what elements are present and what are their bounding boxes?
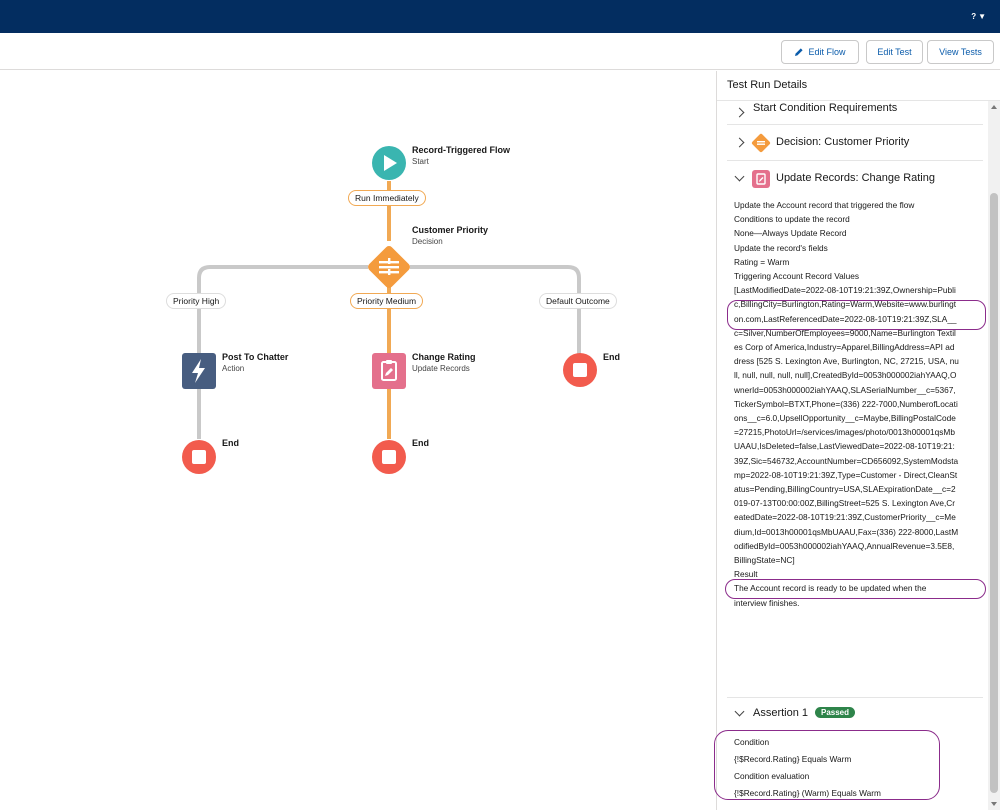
- end-node-medium[interactable]: [371, 439, 407, 475]
- help-label: ?: [971, 12, 977, 21]
- edit-test-label: Edit Test: [877, 47, 912, 57]
- chevron-down-icon: ▼: [978, 12, 986, 21]
- post-to-chatter-title: Post To Chatter: [222, 352, 289, 362]
- update-records-icon: [381, 360, 397, 381]
- detail-line: Triggering Account Record Values: [734, 271, 859, 282]
- end-node-default[interactable]: [562, 352, 598, 388]
- change-rating-subtitle: Update Records: [412, 364, 470, 373]
- scroll-up-arrow[interactable]: [991, 105, 997, 109]
- end-label-medium: End: [412, 438, 429, 448]
- triggering-record-values: [LastModifiedDate=2022-08-10T19:21:39Z,O…: [734, 285, 959, 566]
- branch-priority-medium[interactable]: Priority Medium: [350, 293, 424, 309]
- evaluation-label: Condition evaluation: [734, 771, 810, 781]
- result-text: The Account record is ready to be update…: [734, 583, 927, 608]
- section-start-condition[interactable]: Start Condition Requirements: [727, 101, 983, 125]
- condition-label: Condition: [734, 737, 770, 747]
- start-node[interactable]: [371, 145, 407, 181]
- edit-flow-button[interactable]: Edit Flow: [781, 40, 859, 64]
- passed-badge: Passed: [815, 707, 856, 718]
- flow-canvas[interactable]: Record-Triggered Flow Start Run Immediat…: [0, 71, 716, 810]
- edit-flow-label: Edit Flow: [808, 47, 846, 57]
- decision-node[interactable]: [364, 242, 414, 292]
- detail-line: Update the Account record that triggered…: [734, 200, 915, 210]
- section-decision-label: Decision: Customer Priority: [776, 136, 910, 148]
- section-update-records-label: Update Records: Change Rating: [776, 172, 935, 184]
- global-header: ?▼: [0, 0, 1000, 33]
- detail-line: Conditions to update the record: [734, 214, 850, 225]
- decision-node-title: Customer Priority: [412, 225, 489, 235]
- test-run-details-panel: Test Run Details Start Condition Require…: [716, 71, 1000, 810]
- post-to-chatter-subtitle: Action: [222, 364, 245, 373]
- detail-line: Rating = Warm: [734, 256, 790, 267]
- section-decision[interactable]: Decision: Customer Priority: [727, 125, 983, 161]
- scroll-down-arrow[interactable]: [991, 802, 997, 806]
- chevron-down-icon: [734, 171, 745, 182]
- section-update-records[interactable]: Update Records: Change Rating: [727, 161, 983, 197]
- run-immediately-pill[interactable]: Run Immediately: [348, 190, 426, 206]
- pencil-icon: [795, 48, 804, 56]
- change-rating-node[interactable]: [372, 353, 406, 389]
- end-node-high[interactable]: [181, 439, 217, 475]
- end-label-high: End: [222, 438, 239, 448]
- result-label: Result: [734, 569, 758, 580]
- chevron-right-icon: [734, 137, 745, 147]
- play-icon: [384, 155, 397, 171]
- update-records-icon: [752, 170, 770, 188]
- branch-default-outcome[interactable]: Default Outcome: [539, 293, 617, 309]
- scroll-thumb[interactable]: [990, 193, 998, 793]
- stop-icon: [573, 363, 587, 377]
- view-tests-button[interactable]: View Tests: [927, 40, 994, 64]
- lightning-icon: [192, 359, 205, 383]
- chevron-down-icon: [734, 706, 745, 716]
- edit-test-button[interactable]: Edit Test: [866, 40, 923, 64]
- detail-line: Update the record's fields: [734, 242, 828, 253]
- post-to-chatter-node[interactable]: [182, 353, 216, 389]
- section-assertion[interactable]: Assertion 1 Passed: [727, 697, 983, 729]
- flow-connectors: [197, 181, 581, 439]
- chevron-right-icon: [734, 107, 745, 117]
- panel-title: Test Run Details: [717, 71, 1000, 101]
- branch-priority-high[interactable]: Priority High: [166, 293, 227, 309]
- stop-icon: [192, 450, 206, 464]
- toolbar: Edit Flow Edit Test View Tests: [0, 33, 1000, 70]
- section-assertion-label: Assertion 1: [753, 707, 809, 719]
- assertion-details: Condition {!$Record.Rating} Equals Warm …: [734, 734, 959, 802]
- section-start-condition-label: Start Condition Requirements: [753, 102, 898, 114]
- change-rating-title: Change Rating: [412, 352, 476, 362]
- decision-node-subtitle: Decision: [412, 237, 443, 246]
- view-tests-label: View Tests: [939, 47, 982, 57]
- update-records-details: Update the Account record that triggered…: [734, 198, 959, 610]
- decision-icon: [751, 133, 771, 153]
- evaluation-value: {!$Record.Rating} (Warm) Equals Warm: [734, 788, 881, 798]
- stop-icon: [382, 450, 396, 464]
- start-node-title: Record-Triggered Flow: [412, 145, 511, 155]
- decision-icon: [379, 258, 399, 275]
- end-label-default: End: [603, 352, 620, 362]
- condition-value: {!$Record.Rating} Equals Warm: [734, 754, 852, 764]
- help-menu[interactable]: ?▼: [969, 9, 986, 24]
- panel-scrollbar[interactable]: [988, 101, 1000, 810]
- detail-line: None—Always Update Record: [734, 228, 847, 239]
- start-node-subtitle: Start: [412, 157, 429, 166]
